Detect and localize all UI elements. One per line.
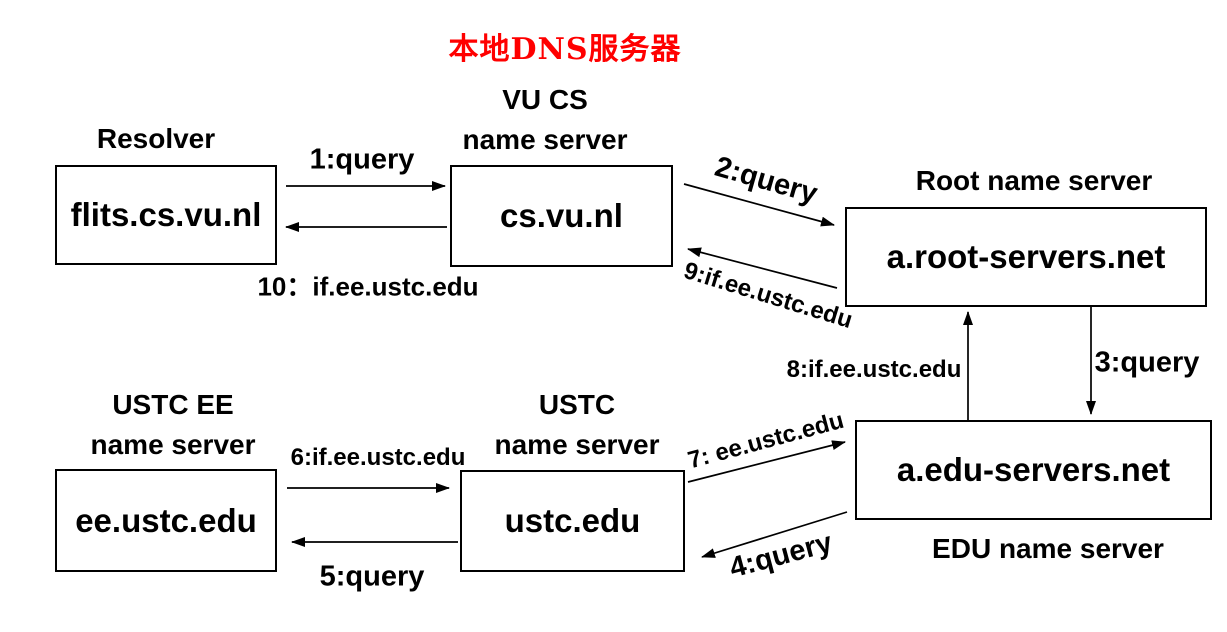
- arrow-9-response: [687, 247, 838, 289]
- ustc-caption-line2: name server: [494, 429, 660, 460]
- ustc-caption: USTC name server: [494, 385, 659, 465]
- edge-5-label: 5:query: [319, 560, 425, 593]
- vu-cs-hostname: cs.vu.nl: [500, 197, 623, 234]
- diagram-title: 本地DNS服务器: [448, 32, 682, 67]
- ustc-hostname: ustc.edu: [504, 502, 641, 539]
- edu-hostname: a.edu-servers.net: [896, 451, 1171, 488]
- root-hostname: a.root-servers.net: [886, 238, 1166, 275]
- vu-cs-caption-line1: VU CS: [502, 84, 588, 115]
- root-name-server-box: a.root-servers.net: [845, 207, 1207, 307]
- edge-6-label: 6:if.ee.ustc.edu: [290, 444, 466, 471]
- resolver-box: flits.cs.vu.nl: [55, 165, 277, 265]
- edge-10-label: 10：if.ee.ustc.edu: [257, 271, 479, 302]
- ustc-ee-caption-line1: USTC EE: [112, 389, 234, 420]
- arrow-7-response: [687, 440, 846, 483]
- ustc-ee-caption-line2: name server: [90, 429, 256, 460]
- ustc-caption-line1: USTC: [538, 389, 616, 420]
- edge-1-label: 1:query: [309, 143, 415, 176]
- ustc-ee-caption: USTC EE name server: [90, 385, 255, 465]
- vu-cs-caption-line2: name server: [462, 124, 628, 155]
- arrow-2-query: [683, 183, 835, 227]
- resolver-caption: Resolver: [96, 123, 216, 154]
- edge-8-label: 8:if.ee.ustc.edu: [786, 356, 962, 383]
- ustc-ee-hostname: ee.ustc.edu: [75, 501, 257, 539]
- root-caption: Root name server: [915, 165, 1153, 196]
- vu-cs-name-server-box: cs.vu.nl: [450, 165, 673, 267]
- arrow-4-query: [701, 511, 848, 558]
- ustc-name-server-box: ustc.edu: [460, 470, 685, 572]
- vu-cs-caption: VU CS name server: [462, 80, 627, 160]
- edge-3-label: 3:query: [1094, 346, 1200, 379]
- edu-caption: EDU name server: [932, 533, 1164, 564]
- resolver-hostname: flits.cs.vu.nl: [70, 196, 262, 233]
- edu-name-server-box: a.edu-servers.net: [855, 420, 1212, 520]
- ustc-ee-name-server-box: ee.ustc.edu: [55, 469, 277, 572]
